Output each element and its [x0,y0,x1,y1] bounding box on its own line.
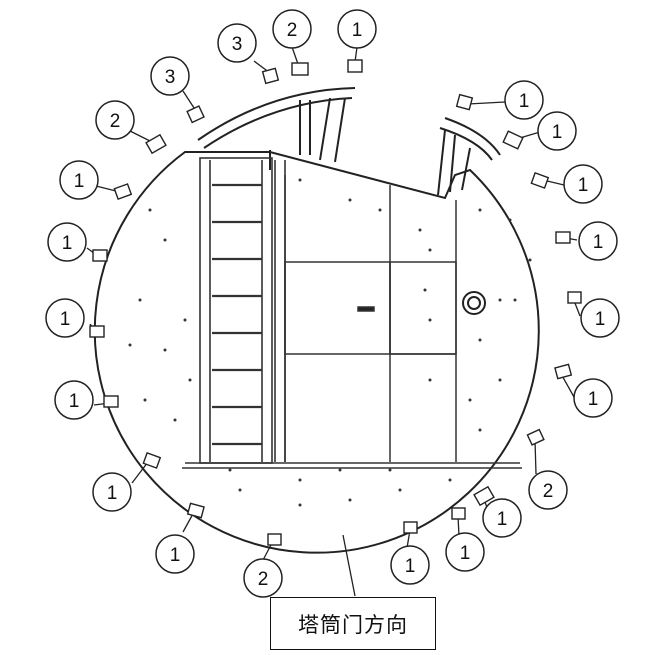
sensor-block [554,363,573,380]
svg-text:3: 3 [232,34,243,55]
svg-text:1: 1 [60,309,71,330]
callout: 2 [243,558,283,598]
callout: 1 [59,160,99,200]
svg-text:1: 1 [593,232,604,253]
panels [182,175,522,469]
bolt-dots [128,178,532,507]
svg-text:1: 1 [62,233,73,254]
callout: 1 [337,9,377,49]
callout: 1 [445,532,485,572]
svg-text:2: 2 [287,20,298,41]
sensor-block [502,130,524,150]
callouts: 1 2 3 3 2 1 1 1 1 1 1 2 1 1 1 2 1 1 1 1 … [45,9,620,598]
svg-text:3: 3 [165,67,176,88]
sensor-block [186,502,205,519]
sensor-block [142,452,162,469]
sensor-block [113,183,133,200]
svg-text:2: 2 [543,481,554,502]
svg-text:1: 1 [69,391,80,412]
callout: 1 [537,111,577,151]
callout: 1 [580,298,620,338]
svg-text:1: 1 [352,20,363,41]
svg-text:1: 1 [170,545,181,566]
svg-text:1: 1 [107,483,118,504]
sensor-block [555,231,571,244]
callout: 3 [150,56,190,96]
callout: 2 [272,9,312,49]
platform-body [93,151,540,554]
top-arc-left [197,87,356,170]
callout: 1 [390,545,430,585]
callout: 1 [54,380,94,420]
svg-text:1: 1 [497,509,508,530]
callout: 3 [217,23,257,63]
top-arc-right [437,117,501,196]
caption-box: 塔筒门方向 [270,597,436,650]
callout: 2 [95,100,135,140]
sensor-block [145,133,167,155]
callout: 1 [573,378,613,418]
callout: 1 [155,534,195,574]
sensor-block [103,395,119,408]
sensor-block [261,67,280,85]
sensor-block [347,59,363,73]
svg-text:2: 2 [110,111,121,132]
platform-outline [93,151,540,554]
callout: 1 [563,164,603,204]
sensor-block [291,62,309,76]
callout: 1 [504,80,544,120]
svg-text:1: 1 [460,543,471,564]
sensor-block [403,521,418,534]
sensor-blocks [89,59,582,546]
svg-text:1: 1 [588,389,599,410]
svg-text:1: 1 [552,122,563,143]
callout: 1 [47,222,87,262]
sensor-block [567,291,582,304]
sensor-block [473,485,495,507]
sensor-block [530,172,550,189]
callout: 2 [528,470,568,510]
sensor-block [267,533,282,546]
svg-text:2: 2 [258,569,269,590]
sensor-block [455,93,474,111]
cable-hole [462,291,486,315]
sensor-block [89,325,105,338]
svg-text:1: 1 [595,309,606,330]
sensor-block [186,105,205,124]
callout: 1 [482,498,522,538]
svg-text:1: 1 [405,556,416,577]
sensor-block [526,428,545,446]
callout: 1 [578,221,618,261]
caption-text: 塔筒门方向 [298,612,408,637]
callout: 1 [45,298,85,338]
callout: 1 [92,472,132,512]
sensor-block [451,507,466,520]
svg-text:1: 1 [578,175,589,196]
sensor-block [92,249,108,262]
svg-text:1: 1 [74,171,85,192]
svg-text:1: 1 [519,91,530,112]
